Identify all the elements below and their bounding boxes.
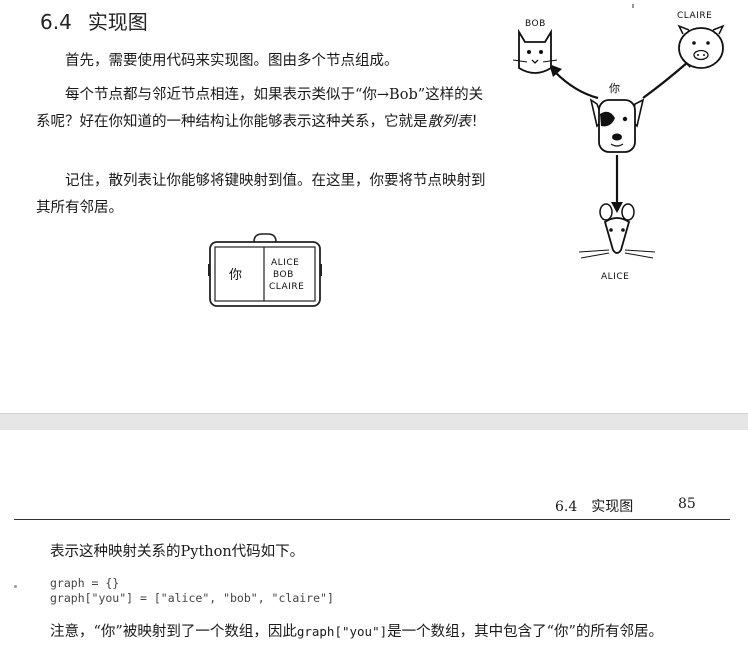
bob-cat-node — [512, 28, 558, 74]
alice-label: ALICE — [601, 272, 629, 282]
section-title: 实现图 — [87, 10, 148, 34]
claire-pig-node — [677, 24, 725, 69]
hash-value-bob: BOB — [273, 270, 294, 280]
top-page: 6.4 实现图 首先，需要使用代码来实现图。图由多个节点组成。 每个节点都与邻近节… — [36, 4, 725, 307]
section-heading: 6.4 实现图 — [40, 6, 148, 35]
hash-value-claire: CLAIRE — [269, 282, 304, 292]
paragraph-neighbors: 每个节点都与邻近节点相连，如果表示类似于“你→Bob”这样的关系呢？好在你知道的… — [36, 87, 486, 130]
section-number: 6.4 — [40, 10, 72, 34]
arrow-to-alice — [611, 202, 623, 213]
handwritten-hash-table: 散列表 — [427, 114, 472, 130]
inline-code: graph["you"] — [296, 624, 388, 639]
code-line-1: graph = {} — [50, 576, 120, 590]
arrow-to-bob — [549, 64, 562, 77]
running-header: 6.4 实现图 85 — [0, 496, 748, 516]
hash-key-label: 你 — [229, 268, 242, 283]
header-rule — [14, 519, 730, 520]
claire-label: CLAIRE — [677, 11, 712, 21]
scan-speck — [14, 585, 17, 588]
running-title: 6.4 实现图 — [555, 499, 634, 515]
alice-rat-node — [578, 203, 656, 259]
hash-value-alice: ALICE — [271, 258, 299, 268]
code-line-2: graph["you"] = ["alice", "bob", "claire"… — [50, 591, 334, 605]
bottom-page: 6.4 实现图 85 表示这种映射关系的Python代码如下。 graph = … — [0, 430, 748, 670]
hash-table-sketch: 你 ALICE BOB CLAIRE — [208, 233, 322, 307]
paragraph-note: 注意，“你”被映射到了一个数组，因此graph["you"]是一个数组，其中包含… — [50, 624, 663, 640]
page-separator — [0, 413, 748, 431]
paragraph-mapping: 记住，散列表让你能够将键映射到值。在这里，你要将节点映射到其所有邻居。 — [36, 173, 486, 216]
bob-label: BOB — [525, 19, 546, 29]
graph-sketch: BOB CLAIRE 你 — [512, 11, 725, 282]
you-label: 你 — [609, 82, 620, 95]
paragraph-intro: 首先，需要使用代码来实现图。图由多个节点组成。 — [65, 53, 399, 69]
scan-speck — [632, 4, 634, 8]
code-intro-text: 表示这种映射关系的Python代码如下。 — [50, 544, 305, 560]
page-number: 85 — [678, 496, 696, 512]
code-block: graph = {}graph["you"] = ["alice", "bob"… — [50, 576, 334, 606]
you-dog-node — [589, 98, 645, 153]
